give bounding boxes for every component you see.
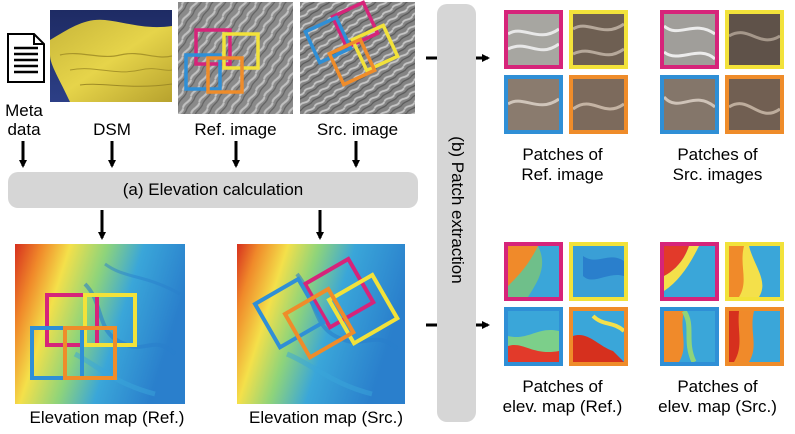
meta-data-label-line1: Meta (5, 101, 43, 120)
ref-patch-orange (569, 75, 628, 134)
patches-elev-src-label-line1: Patches of (677, 377, 758, 396)
patches-elev-ref-label-line1: Patches of (522, 377, 603, 396)
patches-src-images-label-line2: Src. images (672, 165, 763, 184)
elev-src-patch-orange (725, 307, 784, 366)
elev-src-patch-blue (660, 307, 719, 366)
elevation-calculation-label: (a) Elevation calculation (122, 180, 304, 199)
elev-ref-patch-yellow (569, 242, 628, 301)
patch-extraction-box (437, 4, 476, 422)
meta-data-label-line2: data (7, 120, 41, 139)
elev-ref-patch-blue (504, 307, 563, 366)
ref-image-label: Ref. image (194, 120, 277, 139)
elev-src-patch-magenta (660, 242, 719, 301)
src-patch-blue (660, 75, 719, 134)
elevation-map-src (237, 244, 405, 404)
patches-elev-ref-label-line2: elev. map (Ref.) (502, 397, 623, 416)
dsm-label: DSM (93, 120, 131, 139)
elevation-calculation-box (8, 172, 418, 208)
document-icon (7, 33, 45, 83)
ref-patch-yellow (569, 10, 628, 69)
elev-ref-patch-orange (569, 307, 628, 366)
patches-elev-src-label-line2: elev. map (Src.) (658, 397, 777, 416)
elevation-map-ref (15, 244, 185, 404)
dsm-image (50, 10, 172, 102)
elevation-map-ref-label: Elevation map (Ref.) (29, 408, 185, 427)
ref-patch-blue (504, 75, 563, 134)
ref-patch-magenta (504, 10, 563, 69)
src-patch-yellow (725, 10, 784, 69)
src-patch-magenta (660, 10, 719, 69)
src-image-label: Src. image (316, 120, 399, 139)
src-patch-orange (725, 75, 784, 134)
elevation-map-src-label: Elevation map (Src.) (249, 408, 403, 427)
patches-ref-image-label-line1: Patches of (522, 145, 603, 164)
patches-src-images-label-line1: Patches of (677, 145, 758, 164)
elev-src-patch-yellow (725, 242, 784, 301)
ref-image (178, 2, 293, 114)
patches-ref-image-label-line2: Ref. image (521, 165, 604, 184)
elev-ref-patch-magenta (504, 242, 563, 301)
